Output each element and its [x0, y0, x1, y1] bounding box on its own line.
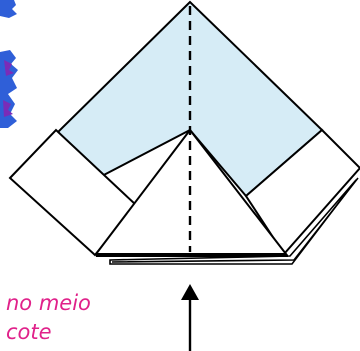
back-layer-edge: [109, 179, 357, 265]
instruction-text-line-2: cote: [6, 320, 52, 344]
right-flap-back-edge: [111, 177, 359, 263]
cropped-sticker-icon: [0, 0, 18, 128]
instruction-text-line-1: no meio: [6, 291, 91, 315]
up-arrow-icon: [181, 284, 199, 351]
